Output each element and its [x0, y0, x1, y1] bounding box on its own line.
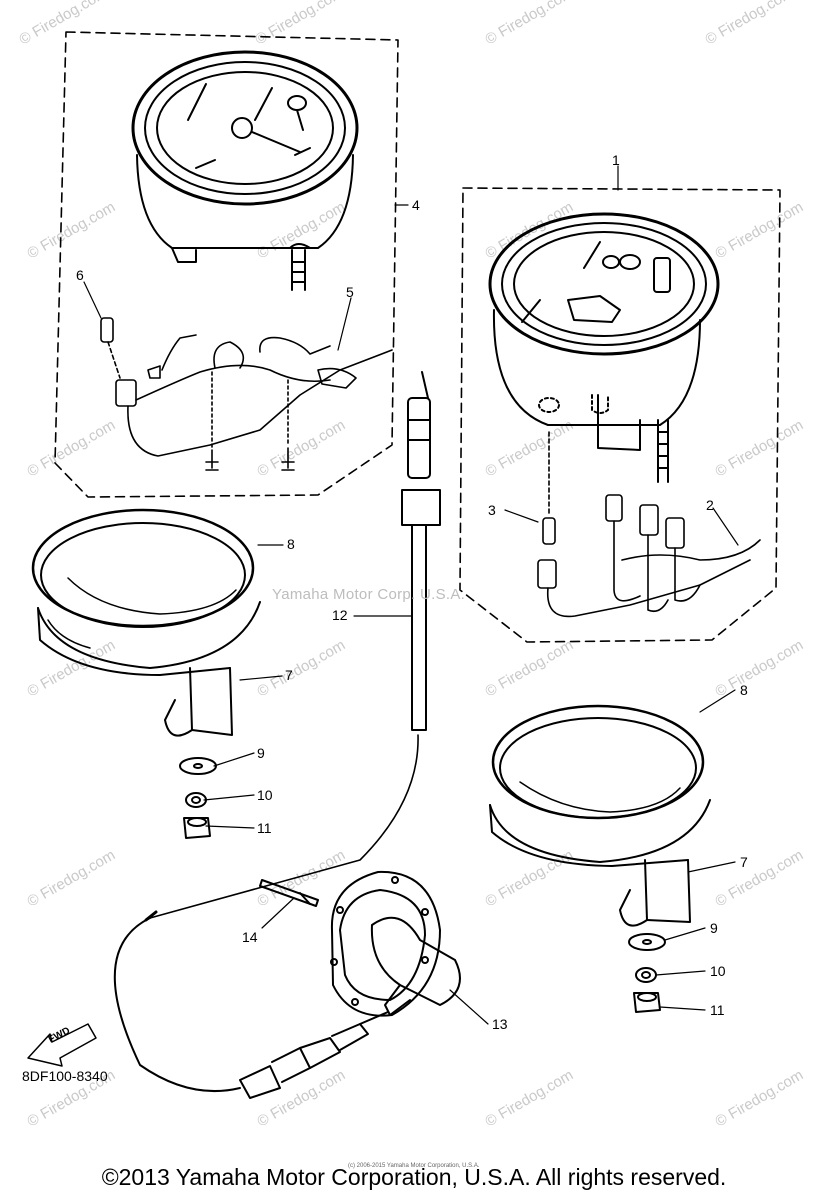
fwd-arrow [27, 1023, 97, 1067]
callout-5: 5 [346, 284, 354, 300]
callout-7-right: 7 [740, 854, 748, 870]
harness-right [537, 431, 761, 618]
fine-print: (c) 2006-2015 Yamaha Motor Corporation, … [348, 1163, 480, 1169]
callout-2: 2 [706, 497, 714, 513]
callout-4: 4 [412, 197, 420, 213]
gear-housing [330, 870, 461, 1017]
callout-1: 1 [612, 152, 620, 168]
fasteners-right [628, 933, 666, 1013]
callout-9: 9 [257, 745, 265, 761]
assembly-box-1 [459, 187, 781, 643]
callout-3: 3 [488, 502, 496, 518]
callout-6: 6 [76, 267, 84, 283]
leader-lines [83, 165, 739, 1025]
assembly-box-4 [54, 31, 399, 498]
callout-7: 7 [285, 667, 293, 683]
callout-14: 14 [242, 929, 258, 945]
harness-upper-left [100, 317, 393, 471]
callout-9-right: 9 [710, 920, 718, 936]
gauge-right [488, 212, 720, 483]
callout-11-right: 11 [710, 1002, 725, 1018]
copyright-footer: ©2013 Yamaha Motor Corporation, U.S.A. A… [101, 1164, 727, 1190]
callout-11: 11 [257, 820, 272, 836]
callout-12: 12 [332, 607, 348, 623]
bracket-upper-left [31, 508, 261, 737]
pin [259, 879, 319, 907]
part-code: 8DF100-8340 [22, 1068, 108, 1084]
callout-8-right: 8 [740, 682, 748, 698]
cable-end [113, 910, 389, 1099]
callout-8: 8 [287, 536, 295, 552]
callout-10-right: 10 [710, 963, 726, 979]
callout-13: 13 [492, 1016, 508, 1032]
speedometer-cable [149, 371, 441, 919]
bracket-lower-right [489, 704, 711, 927]
callout-10: 10 [257, 787, 273, 803]
gauge-upper-left [131, 50, 359, 291]
center-watermark: Yamaha Motor Corp. U.S.A. [272, 586, 466, 603]
